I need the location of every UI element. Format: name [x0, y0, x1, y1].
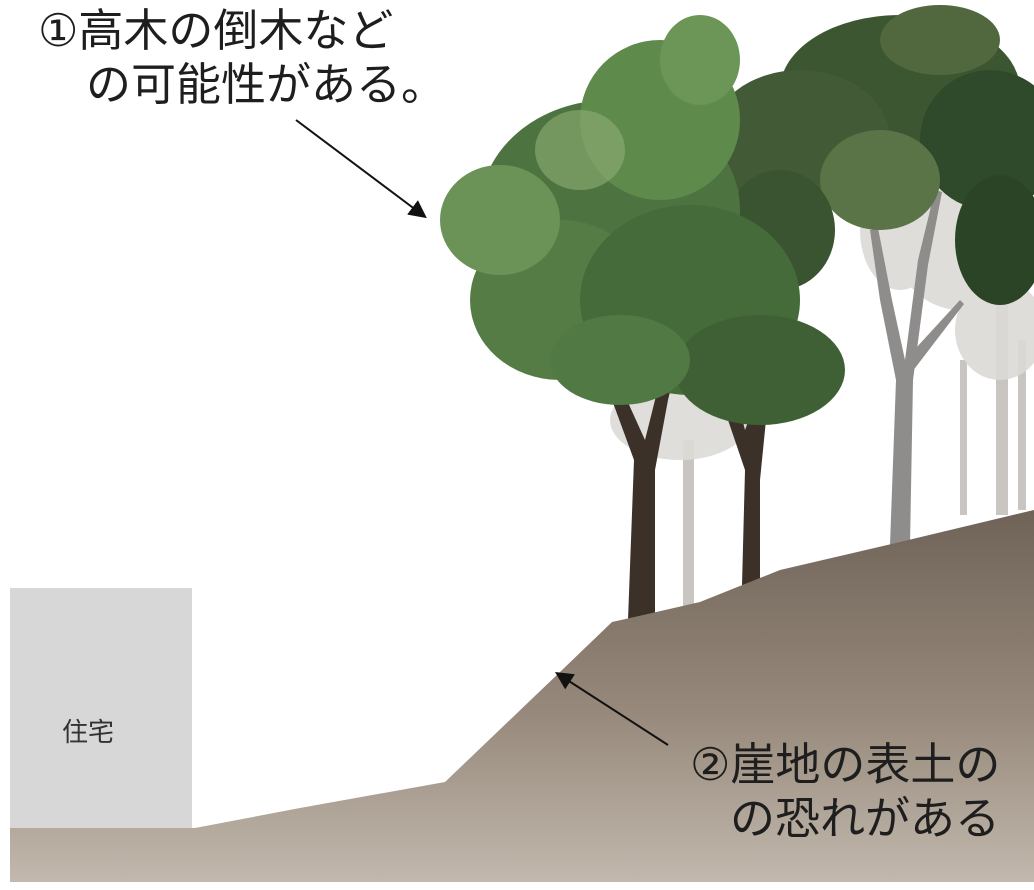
- front-trees: [440, 15, 845, 620]
- ground-slope: [10, 510, 1034, 882]
- tree-fall-callout-line2: の可能性がある。: [86, 58, 447, 111]
- tree-fall-callout: ①高木の倒木など の可能性がある。: [38, 4, 446, 112]
- dark-canopy: [710, 5, 1034, 305]
- gray-tree: [870, 190, 964, 545]
- topsoil-arrow: [554, 672, 669, 746]
- topsoil-callout-line1: ②崖地の表土の: [690, 738, 1001, 791]
- house-label: 住宅: [62, 718, 115, 748]
- topsoil-callout: ②崖地の表土の の恐れがある: [690, 738, 1000, 846]
- house-block: [10, 588, 192, 828]
- topsoil-callout-line2: の恐れがある: [730, 792, 1001, 845]
- tree-fall-arrow: [295, 119, 427, 219]
- tree-fall-callout-line1: ①高木の倒木など: [38, 4, 394, 57]
